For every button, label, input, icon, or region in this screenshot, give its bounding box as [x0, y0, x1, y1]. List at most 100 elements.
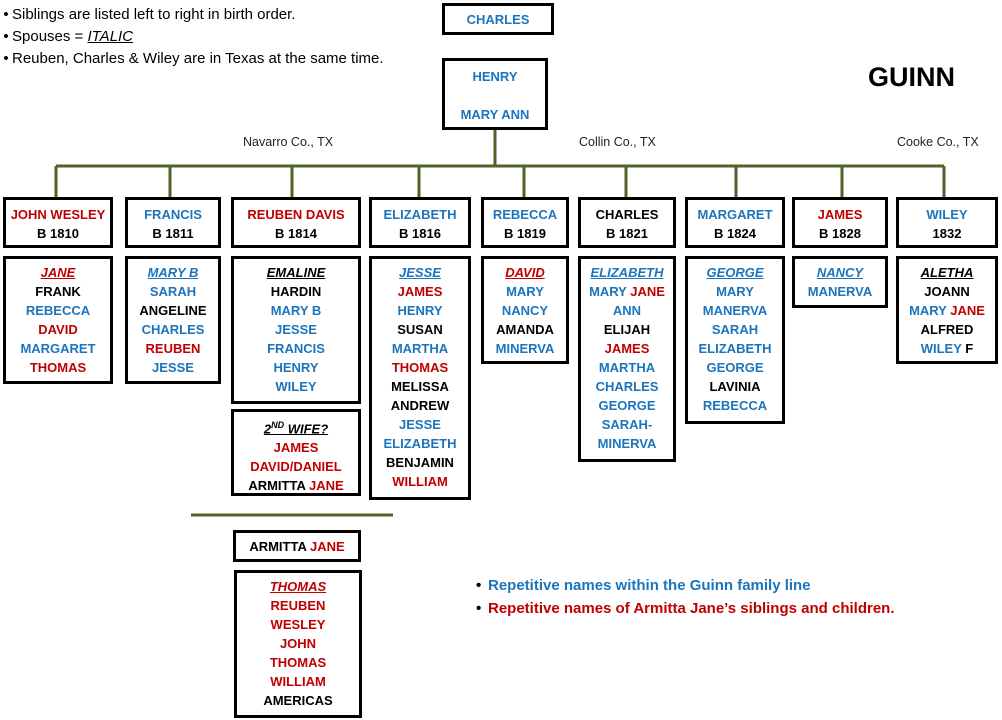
grandchild-name: AMANDA — [496, 322, 554, 337]
grandchild-name: NANCY — [501, 303, 549, 318]
grandchild-name: MARY — [506, 284, 544, 299]
grandchild-name: SARAH- — [601, 417, 653, 432]
child-of-armitta-name: WILLIAM — [270, 674, 326, 689]
grandchild-name: ELIJAH — [603, 322, 651, 337]
child-header-box: REUBEN DAVIS B 1814 — [231, 197, 361, 248]
grandchild-name: ANGELINE — [139, 303, 207, 318]
grandchild-name: REBECCA — [25, 303, 91, 318]
county-label-collin: Collin Co., TX — [579, 135, 656, 149]
child-birth-year: B 1821 — [606, 226, 648, 241]
child-birth-year: B 1810 — [37, 226, 79, 241]
child-header-box: WILEY 1832 — [896, 197, 998, 248]
grandchild-name: MINERVA — [597, 436, 657, 451]
grandchild-name: JAMES — [397, 284, 443, 299]
child-name: JOHN WESLEY — [10, 207, 106, 222]
grandchild-name: ALFRED — [920, 322, 974, 337]
grandchild-name: FRANCIS — [267, 341, 325, 356]
child-of-armitta-name: THOMAS — [269, 655, 327, 670]
spouse-name: JESSE — [399, 265, 441, 280]
child-name: CHARLES — [595, 207, 659, 222]
note-item: •Spouses = ITALIC — [3, 28, 134, 45]
grandchild-name: WILEY — [275, 379, 317, 394]
grandchild-name: JESSE — [399, 417, 441, 432]
child-birth-year: B 1811 — [152, 226, 194, 241]
grandchild-name: BENJAMIN — [386, 455, 454, 470]
grandchild-name: CHARLES — [595, 379, 659, 394]
child-birth-year: B 1819 — [504, 226, 546, 241]
child-birth-year: B 1816 — [399, 226, 441, 241]
grandchild-name: CHARLES — [141, 322, 205, 337]
child-of-armitta-name: REUBEN — [270, 598, 326, 613]
child-name: JAMES — [817, 207, 863, 222]
grandchild-name: JAMES — [604, 341, 650, 356]
spouse-name: GEORGE — [706, 265, 764, 280]
grandchild-name: MARGARET — [20, 341, 96, 356]
grandchild-name: MANERVA — [702, 303, 768, 318]
grandchild-name: MARY JANE — [589, 284, 665, 299]
legend: •Repetitive names within the Guinn famil… — [476, 574, 895, 620]
grandchild-name: MARY B — [270, 303, 322, 318]
grandchild-name: MANERVA — [807, 284, 873, 299]
spouse-name: DAVID — [505, 265, 545, 280]
child-family-box: MARY B SARAH ANGELINE CHARLES REUBEN JESSE — [125, 256, 221, 384]
child-birth-year: 1832 — [932, 226, 962, 241]
grandchild-name: FRANK — [35, 284, 81, 299]
grandchild-name: HENRY — [397, 303, 443, 318]
root-ancestor-box: CHARLES — [442, 3, 554, 35]
grandchild-name: THOMAS — [391, 360, 449, 375]
grandchild-name: GEORGE — [706, 360, 764, 375]
grandchild-name: SUSAN — [397, 322, 443, 337]
child-name: REUBEN DAVIS — [247, 207, 345, 222]
grandchild-name: HARDIN — [270, 284, 322, 299]
county-label-cooke: Cooke Co., TX — [897, 135, 979, 149]
grandchild-name: ELIZABETH — [383, 436, 457, 451]
grandchild-name: GEORGE — [598, 398, 656, 413]
notes-list: •Siblings are listed left to right in bi… — [0, 4, 383, 70]
armitta-jane-box: ARMITTA JANE — [233, 530, 361, 562]
second-wife-armitta: ARMITTA JANE — [248, 478, 344, 494]
grandchild-name: JESSE — [152, 360, 194, 375]
child-header-box: MARGARET B 1824 — [685, 197, 785, 248]
child-header-box: JOHN WESLEY B 1810 — [3, 197, 113, 248]
child-birth-year: B 1824 — [714, 226, 756, 241]
second-wife-label: 2ND WIFE? — [263, 420, 329, 437]
legend-item-guinn: •Repetitive names within the Guinn famil… — [476, 577, 811, 594]
spouse-name: ALETHA — [920, 265, 974, 280]
child-family-box: NANCY MANERVA — [792, 256, 888, 308]
spouse-name: EMALINE — [266, 265, 326, 280]
grandchild-name: JOANN — [924, 284, 970, 299]
note-item: •Siblings are listed left to right in bi… — [3, 6, 296, 23]
grandchild-name: ELIZABETH — [698, 341, 772, 356]
child-header-box: ELIZABETH B 1816 — [369, 197, 471, 248]
spouse-name: MARY B — [147, 265, 199, 280]
child-name: WILEY — [926, 207, 968, 222]
family-title: GUINN — [868, 62, 955, 92]
grandchild-name: MARY JANE — [909, 303, 985, 318]
grandchild-name: REUBEN — [145, 341, 201, 356]
grandchild-name: SARAH — [149, 284, 197, 299]
legend-item-armitta: •Repetitive names of Armitta Jane’s sibl… — [476, 600, 895, 617]
spouse-name: NANCY — [816, 265, 864, 280]
grandchild-name: WILEY F — [920, 341, 974, 356]
grandchild-name: DAVID — [38, 322, 78, 337]
grandchild-name: MARTHA — [391, 341, 449, 356]
grandchild-name: ANDREW — [390, 398, 450, 413]
grandchild-name: MARY — [716, 284, 754, 299]
grandchild-name: HENRY — [273, 360, 319, 375]
child-name: ELIZABETH — [383, 207, 457, 222]
child-birth-year: B 1814 — [275, 226, 317, 241]
grandchild-name: REBECCA — [702, 398, 768, 413]
grandchild-name: ANN — [612, 303, 642, 318]
child-name: FRANCIS — [144, 207, 202, 222]
grandchild-name: MINERVA — [495, 341, 555, 356]
grandchild-name: LAVINIA — [709, 379, 761, 394]
child-name: MARGARET — [697, 207, 773, 222]
parents-box: HENRY MARY ANN — [442, 58, 548, 130]
